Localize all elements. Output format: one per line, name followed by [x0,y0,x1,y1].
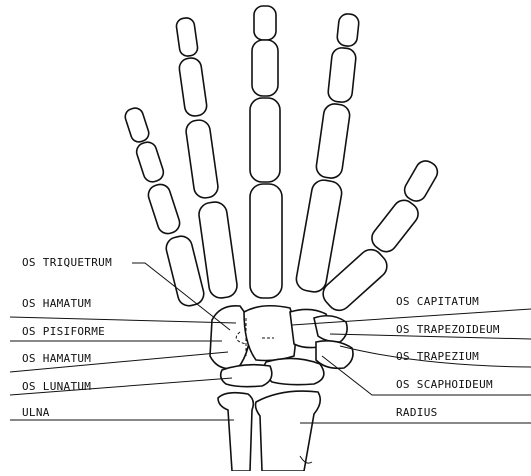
label-os-triquetrum: OS TRIQUETRUM [22,256,112,269]
label-radius: RADIUS [396,406,438,419]
forearm [218,391,320,471]
label-os-pisiforme: OS PISIFORME [22,325,105,338]
middle-finger [250,6,282,298]
label-os-hamatum-lower: OS HAMATUM [22,352,91,365]
label-os-trapezoideum: OS TRAPEZOIDEUM [396,323,500,336]
carpal-bones [210,306,353,387]
thumb [318,157,441,315]
label-os-lunatum: OS LUNATUM [22,380,91,393]
label-os-capitatum: OS CAPITATUM [396,295,479,308]
label-os-scaphoideum: OS SCAPHOIDEUM [396,378,493,391]
label-os-trapezium: OS TRAPEZIUM [396,350,479,363]
label-ulna: ULNA [22,406,50,419]
label-os-hamatum-upper: OS HAMATUM [22,297,91,310]
index-finger [295,13,360,294]
